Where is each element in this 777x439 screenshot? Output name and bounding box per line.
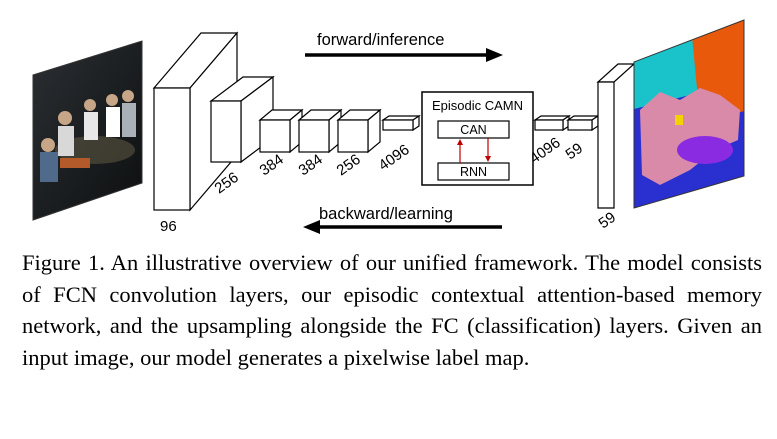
fc-box-4096 xyxy=(533,114,571,132)
conv-label-384-b: 384 xyxy=(296,151,326,179)
rnn-box xyxy=(437,162,510,181)
backward-label: backward/learning xyxy=(319,205,453,223)
conv-box-256-b xyxy=(336,108,382,154)
can-label: CAN xyxy=(460,123,486,137)
conv-label-4096: 4096 xyxy=(376,141,413,174)
conv-label-256-b: 256 xyxy=(334,151,364,179)
backward-arrow xyxy=(303,220,502,234)
rnn-label: RNN xyxy=(460,165,487,179)
output-label-map xyxy=(633,19,745,209)
framework-diagram: 96 256 384 384 256 4096 forward/inferenc… xyxy=(32,19,745,235)
conv-box-384-b xyxy=(297,108,343,154)
input-image xyxy=(32,40,143,221)
conv-box-4096 xyxy=(381,114,421,132)
figure-caption: Figure 1. An illustrative overview of ou… xyxy=(22,250,762,370)
recurrent-arrows xyxy=(457,138,491,163)
fc-label-59: 59 xyxy=(563,140,586,163)
conv-box-384-a xyxy=(258,108,304,154)
output-slab xyxy=(596,63,636,209)
camn-module: Episodic CAMN CAN RNN xyxy=(421,91,534,186)
forward-arrow xyxy=(305,48,503,62)
forward-label: forward/inference xyxy=(317,31,444,49)
conv-label-96: 96 xyxy=(160,218,177,235)
can-box xyxy=(437,120,510,139)
output-label: 59 xyxy=(596,209,619,232)
camn-title: Episodic CAMN xyxy=(432,98,523,113)
conv-label-384-a: 384 xyxy=(257,151,287,179)
fc-box-59 xyxy=(566,114,600,132)
